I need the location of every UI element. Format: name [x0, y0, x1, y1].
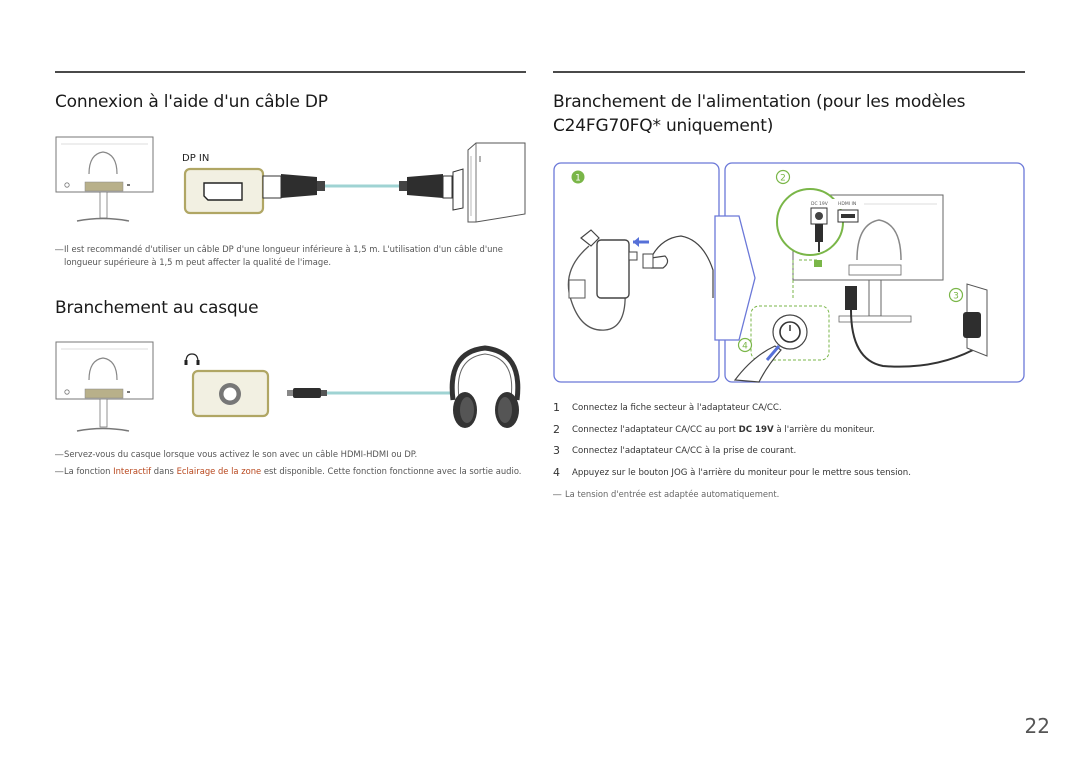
power-steps-list: 1 Connectez la fiche secteur à l'adaptat…	[553, 401, 1033, 488]
power-connection-figure: 1 2 DC 19V HDMI IN	[553, 162, 1025, 383]
svg-text:2: 2	[780, 174, 786, 184]
callout-4: 4	[737, 337, 753, 353]
interactif-link[interactable]: Interactif	[113, 466, 152, 476]
headphone-note-2: ― La fonction Interactif dans Eclairage …	[55, 466, 522, 476]
headphone-label-icon	[184, 353, 200, 365]
dp-cable-note: ― Il est recommandé d'utiliser un câble …	[55, 244, 503, 267]
voltage-footnote: ― La tension d'entrée est adaptée automa…	[553, 489, 780, 499]
page-number: 22	[1024, 714, 1050, 738]
headphone-note-1: ― Servez-vous du casque lorsque vous act…	[55, 449, 418, 459]
svg-text:DP IN: DP IN	[182, 153, 209, 164]
step-item: 4 Appuyez sur le bouton JOG à l'arrière …	[553, 465, 911, 479]
step-item: 2 Connectez l'adaptateur CA/CC au port D…	[553, 422, 875, 436]
monitor-back-icon	[55, 341, 154, 432]
svg-text:1: 1	[575, 174, 581, 184]
hand-plug-icon	[642, 235, 714, 298]
note-dash: ―	[553, 489, 562, 499]
callout-3: 3	[948, 287, 964, 303]
svg-text:3: 3	[953, 292, 959, 302]
dp-plug-left-icon	[262, 174, 325, 199]
svg-text:4: 4	[742, 342, 748, 352]
headphone-title: Branchement au casque	[55, 298, 259, 318]
step-item: 1 Connectez la fiche secteur à l'adaptat…	[553, 401, 782, 414]
dp-port-icon	[183, 167, 265, 215]
headphones-icon	[449, 345, 521, 428]
port-zoom-icon: DC 19V HDMI IN	[776, 188, 864, 256]
pc-tower-icon	[452, 142, 526, 223]
audio-port-icon	[191, 369, 270, 418]
monitor-back-icon	[55, 136, 154, 222]
svg-text:HDMI IN: HDMI IN	[838, 201, 856, 207]
dp-connection-figure: DP IN	[55, 136, 526, 223]
callout-1: 1	[571, 170, 585, 184]
svg-text:DC 19V: DC 19V	[811, 201, 829, 207]
dc-plug-icon	[845, 286, 974, 368]
dp-plug-right-icon	[399, 174, 453, 199]
jog-button-zoom-icon	[733, 305, 830, 383]
wall-outlet-icon	[963, 283, 988, 357]
left-column-rule	[55, 71, 526, 73]
note-dash: ―	[55, 244, 64, 254]
dp-connection-title: Connexion à l'aide d'un câble DP	[55, 92, 328, 112]
audio-plug-icon	[287, 388, 327, 398]
power-adapter-icon	[567, 229, 638, 331]
note-dash: ―	[55, 466, 64, 476]
dc-19v-label: DC 19V	[738, 424, 774, 435]
note-dash: ―	[55, 449, 64, 459]
headphone-connection-figure	[55, 341, 521, 432]
callout-2: 2	[775, 169, 791, 185]
power-connection-title: Branchement de l'alimentation (pour les …	[553, 92, 966, 136]
eclairage-zone-link[interactable]: Eclairage de la zone	[176, 466, 262, 476]
right-column-rule	[553, 71, 1025, 73]
step-item: 3 Connectez l'adaptateur CA/CC à la pris…	[553, 444, 797, 457]
